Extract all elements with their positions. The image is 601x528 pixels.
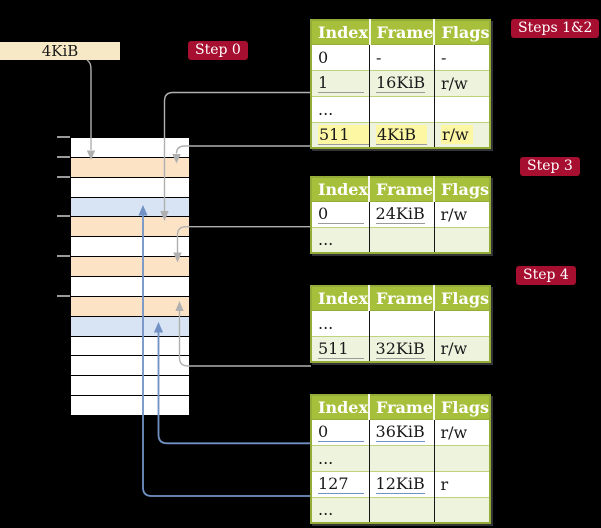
cell-frame: 24KiB: [375, 204, 425, 224]
table-row: ...: [311, 444, 491, 471]
cell-index: 0: [318, 47, 329, 67]
table-row: ...: [311, 95, 491, 122]
column-header-frame: Frame: [368, 395, 435, 420]
cell-index: 127: [318, 474, 364, 494]
column-header-frame: Frame: [368, 20, 435, 45]
column-header-index: Index: [311, 286, 370, 311]
memory-row-white: [71, 277, 189, 297]
memory-row-white: [71, 337, 189, 357]
table-row: 1 16KiB r/w: [311, 69, 491, 96]
memory-row-peach: [71, 257, 189, 278]
cell-flags: r/w: [440, 73, 468, 93]
table-header-row: Index Frame Flags: [311, 20, 491, 45]
memory-row-white: [71, 376, 189, 397]
cell-frame: -: [376, 47, 382, 67]
cell-flags: r/w: [440, 125, 473, 145]
table-header-row: Index Frame Flags: [311, 395, 491, 420]
table-header-row: Index Frame Flags: [311, 177, 491, 202]
cell-frame: 4KiB: [376, 124, 427, 145]
memory-row-blue: [71, 316, 189, 337]
memory-tick: [57, 176, 70, 178]
badge-step-0: Step 0: [188, 41, 248, 60]
memory-tick: [57, 295, 70, 297]
column-header-flags: Flags: [433, 286, 491, 311]
column-header-frame: Frame: [368, 286, 435, 311]
memory-row-peach: [71, 157, 189, 178]
page-table-2: Index Frame Flags 0 24KiB r/w ...: [310, 176, 492, 254]
cell-index: 1: [318, 73, 364, 93]
cell-index: 511: [318, 339, 364, 359]
memory-tick: [57, 255, 70, 257]
table-row: 127 12KiB r: [311, 470, 491, 497]
column-header-flags: Flags: [433, 177, 491, 202]
cell-index: ...: [318, 313, 334, 333]
page-table-4: Index Frame Flags 0 36KiB r/w ... 127 12…: [310, 394, 492, 524]
column-header-index: Index: [311, 177, 370, 202]
badge-steps-1-2: Steps 1&2: [511, 19, 600, 38]
memory-tick: [57, 136, 70, 138]
cell-frame: 16KiB: [376, 73, 426, 93]
cell-flags: -: [440, 47, 447, 67]
cell-index: ...: [318, 448, 334, 468]
cell-frame: 36KiB: [375, 422, 425, 442]
column-header-flags: Flags: [433, 20, 491, 45]
badge-step-3: Step 3: [520, 157, 580, 176]
arrow-t1-entry511-to-frame: [175, 145, 311, 154]
table-header-row: Index Frame Flags: [311, 286, 491, 311]
cell-index: ...: [318, 99, 334, 119]
table-row: 0 - -: [311, 44, 491, 70]
arrow-t2-entry0-to-frame: [176, 226, 311, 253]
table-row: ...: [311, 310, 491, 336]
frame-4kib-label: 4KiB: [0, 42, 120, 60]
column-header-index: Index: [311, 395, 370, 420]
table-row-highlighted: 511 4KiB r/w: [311, 121, 491, 148]
cell-frame: 12KiB: [375, 474, 425, 494]
memory-row-white: [71, 237, 189, 258]
column-header-index: Index: [311, 20, 370, 45]
column-header-frame: Frame: [368, 177, 435, 202]
cell-flags: r/w: [440, 422, 468, 442]
memory-row-white: [71, 138, 189, 158]
cell-flags: r/w: [440, 339, 468, 359]
cell-index: 0: [318, 422, 364, 442]
cell-index: 511: [318, 124, 369, 145]
memory-row-peach: [71, 217, 189, 238]
page-table-3: Index Frame Flags ... 511 32KiB r/w: [310, 285, 492, 363]
badge-step-4: Step 4: [516, 266, 576, 285]
cell-flags: r: [440, 474, 449, 494]
table-row: 0 36KiB r/w: [311, 419, 491, 445]
table-row: 0 24KiB r/w: [311, 201, 491, 227]
cell-index: 0: [318, 204, 364, 224]
column-header-flags: Flags: [433, 395, 491, 420]
page-table-1: Index Frame Flags 0 - - 1 16KiB r/w ... …: [310, 19, 492, 149]
memory-tick: [57, 215, 70, 217]
cell-flags: r/w: [440, 204, 468, 224]
memory-tick: [57, 156, 70, 158]
physical-memory-stack: [70, 137, 190, 416]
memory-row-white: [71, 178, 189, 198]
table-row: 511 32KiB r/w: [311, 335, 491, 362]
table-row: ...: [311, 496, 491, 523]
cell-index: ...: [318, 500, 334, 520]
memory-row-peach: [71, 296, 189, 317]
cell-index: ...: [318, 230, 334, 250]
memory-row-white: [71, 396, 189, 415]
cell-frame: 32KiB: [375, 338, 425, 359]
table-row: ...: [311, 226, 491, 253]
memory-row-blue: [71, 197, 189, 218]
arrow-t3-entry511-to-frame: [178, 311, 311, 367]
memory-row-white: [71, 356, 189, 377]
